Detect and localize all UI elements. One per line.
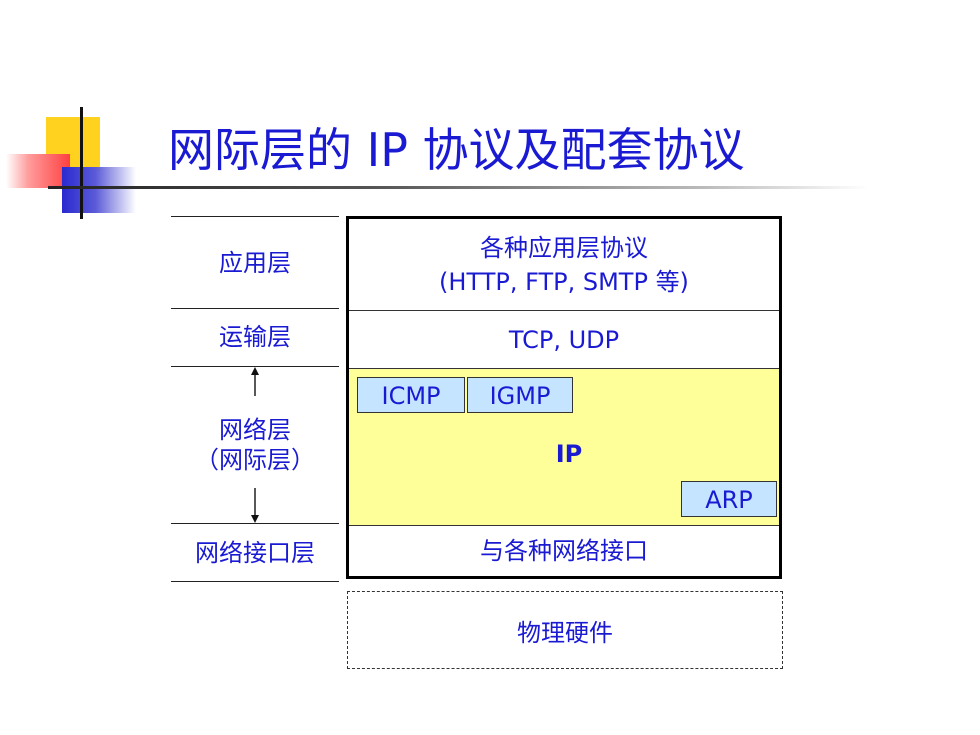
ip-label: IP [555, 440, 583, 468]
layer-separator [171, 366, 339, 367]
stack-application: 各种应用层协议 (HTTP, FTP, SMTP 等) [349, 219, 779, 310]
layer-separator-bottom [171, 581, 339, 582]
stack-application-line1: 各种应用层协议 [480, 233, 648, 262]
layer-separator-top [171, 216, 339, 217]
title-deco-red-bar [6, 154, 70, 188]
layer-label-link: 网络接口层 [195, 538, 315, 567]
title-underline [48, 186, 868, 189]
stack-row-divider [349, 368, 779, 369]
layer-separator [171, 308, 339, 309]
stack-row-divider [349, 310, 779, 311]
network-span-arrows [251, 367, 259, 523]
arrow-down-icon [251, 515, 259, 523]
layer-label-network: 网络层 （网际层） [171, 367, 339, 523]
arp-box: ARP [681, 481, 777, 517]
protocol-stack: 各种应用层协议 (HTTP, FTP, SMTP 等) TCP, UDP ICM… [346, 216, 782, 579]
title-deco-vertical-line [80, 107, 83, 219]
layer-label-transport: 运输层 [219, 323, 291, 351]
arrow-up-icon [251, 367, 259, 375]
page-title: 网际层的 IP 协议及配套协议 [168, 123, 745, 177]
stack-application-line2: (HTTP, FTP, SMTP 等) [439, 267, 689, 296]
layer-label-network-line2: （网际层） [195, 446, 315, 474]
layer-separator [171, 523, 339, 524]
stack-hardware: 物理硬件 [347, 591, 783, 669]
igmp-box: IGMP [467, 377, 573, 413]
stack-transport: TCP, UDP [508, 325, 620, 354]
layer-label-application: 应用层 [219, 248, 291, 277]
icmp-box: ICMP [357, 377, 465, 413]
stack-network: ICMP IGMP IP ARP [349, 369, 779, 525]
stack-row-divider [349, 525, 779, 526]
layer-label-network-line1: 网络层 [219, 416, 291, 444]
title-deco-blue-bar [62, 167, 136, 213]
stack-link: 与各种网络接口 [480, 537, 648, 565]
